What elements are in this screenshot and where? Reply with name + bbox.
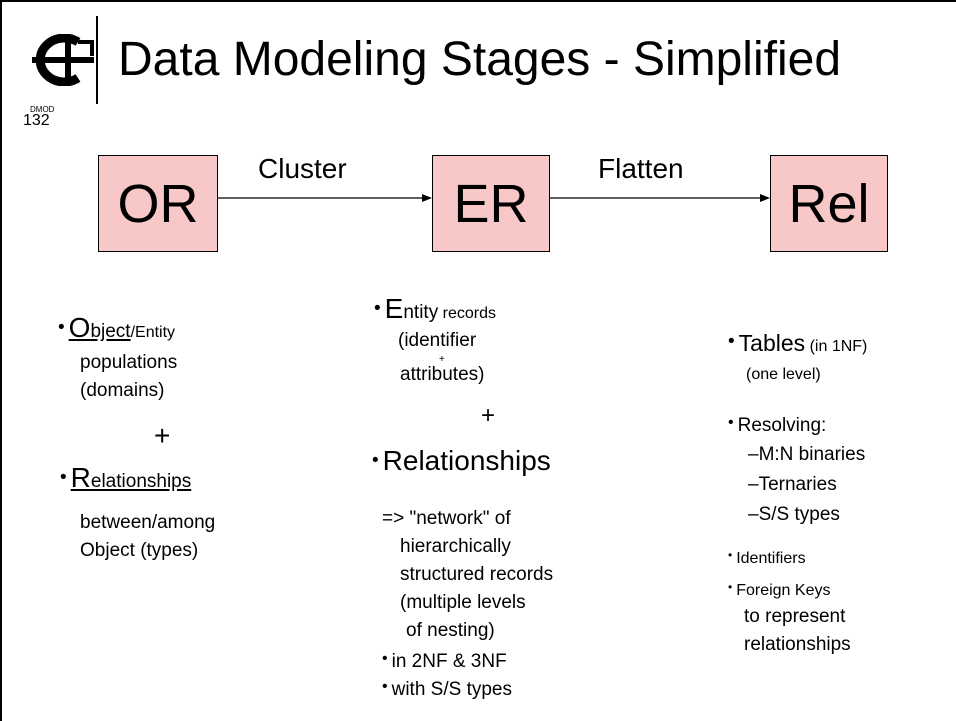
bullet: • [58,317,65,338]
list-item-text: relationships [744,634,851,655]
list-item-text: of nesting) [406,620,495,641]
bullet: • [374,298,381,319]
arrowhead-flatten [760,194,770,202]
bullet: • [728,548,733,562]
list-item-text: structured records [400,564,554,585]
list-item-text: hierarchically [400,536,511,557]
edge-label-cluster: Cluster [258,153,347,184]
bullet: • [372,450,379,471]
list-item: •Relationships [372,445,551,476]
list-item: •Resolving: [728,414,827,436]
keyword-relationships: Relationships [70,462,192,493]
list-item: •Object/Entity [58,312,176,343]
list-item-text: attributes) [400,364,485,385]
list-item: •in 2NF & 3NF [382,650,507,672]
list-item: •with S/S types [382,678,512,700]
logo-icon [32,34,94,86]
course-code: DMOD [30,105,55,114]
arrowhead-cluster [422,194,432,202]
list-item-text: (identifier [398,330,477,351]
list-item-text: populations [80,352,178,373]
list-item: •Foreign Keys [728,580,831,599]
list-item: •Relationships [60,462,191,494]
bullet: • [382,678,388,695]
bullet: • [728,580,733,594]
list-item-text: (multiple levels [400,592,526,613]
list-item: •Tables (in 1NF) [728,330,868,356]
bullet: • [728,331,735,352]
node-er: ER [432,155,550,252]
list-item-text: Object (types) [80,540,199,561]
logo-divider [96,16,98,104]
slide-frame-top [0,0,956,2]
keyword-object: Object [68,312,131,343]
list-item-text: between/among [80,512,216,533]
bullet: • [728,414,734,431]
page-number: 132 [23,112,50,129]
list-item-text: => "network" of [382,508,511,529]
list-item: •Identifiers [728,548,806,567]
node-rel: Rel [770,155,888,252]
list-item-text: (one level) [746,366,821,383]
plus-sign: + [481,402,496,429]
bullet: • [382,650,388,667]
list-item-text: to represent [744,606,846,627]
node-or: OR [98,155,218,252]
small-plus: + [439,354,445,365]
bullet: • [60,467,67,488]
plus-sign: + [154,420,171,451]
page-title: Data Modeling Stages - Simplified [118,33,842,86]
list-item: •Entity records [374,293,496,324]
slide-frame-left [0,0,2,721]
list-item-text: (domains) [80,380,165,401]
edge-label-flatten: Flatten [598,153,684,184]
list-subitem: –S/S types [748,504,840,525]
list-subitem: –Ternaries [748,474,837,495]
list-subitem: –M:N binaries [748,444,866,465]
